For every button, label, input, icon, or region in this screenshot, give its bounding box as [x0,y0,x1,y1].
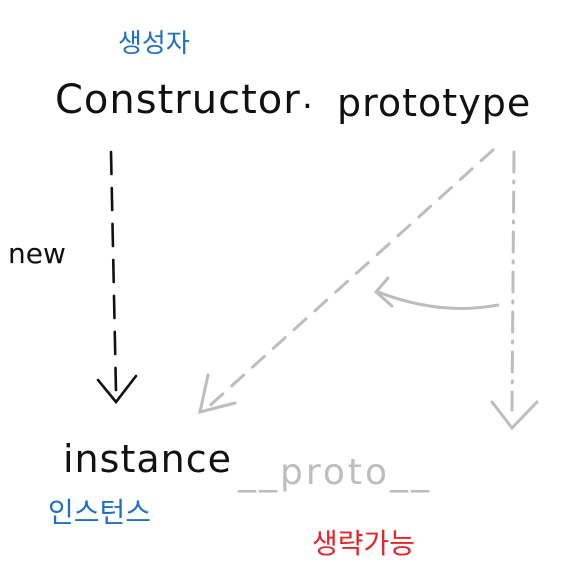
proto-label: __proto__ [237,452,432,493]
new-arrow-shaft [109,150,118,394]
instance-label: instance [63,437,232,481]
diagonal-arrow-head [198,373,237,415]
new-arrow-head [96,374,138,405]
prototype-label: prototype [337,81,531,125]
diagonal-dashed-line [203,148,495,412]
vertical-dashdot-line [510,150,516,412]
constructor-label: Constructor [55,77,301,123]
curved-arrow [373,276,500,310]
curved-arrow-head [373,276,394,308]
vertical-arrow-head [490,400,539,431]
omittable-korean-label: 생략가능 [312,527,415,560]
curved-arrow-path [376,290,500,310]
new-arrow [96,150,138,405]
new-label: new [8,237,66,270]
constructor-korean-label: 생성자 [118,29,190,59]
prototype-vertical-arrow [490,150,539,431]
instance-korean-label: 인스턴스 [48,496,151,529]
prototype-to-instance-arrow [198,148,495,415]
dot-separator: . [302,77,313,117]
